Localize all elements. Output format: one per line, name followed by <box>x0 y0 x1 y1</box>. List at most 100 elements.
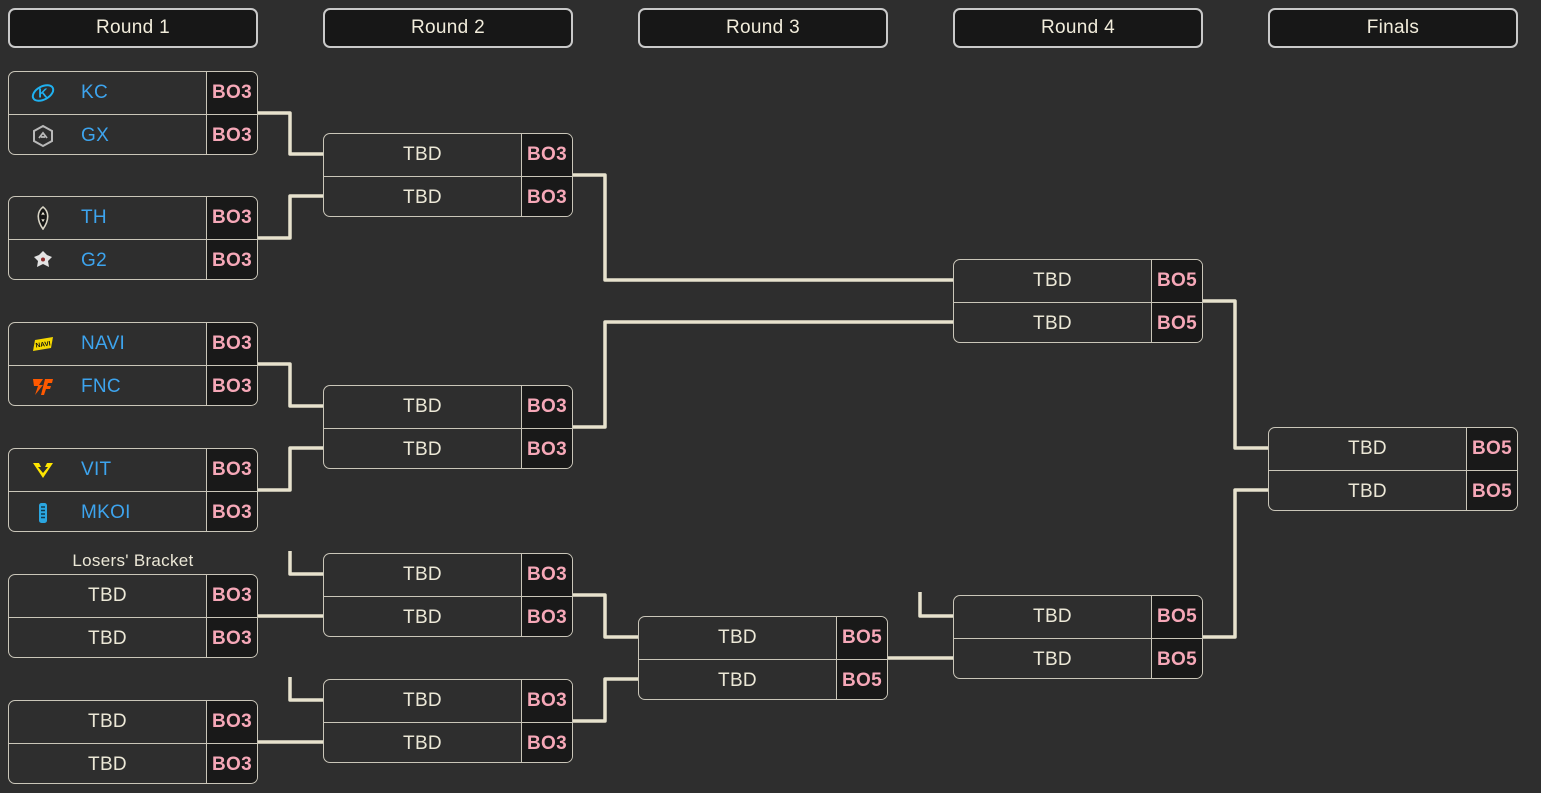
match-format-badge: BO3 <box>206 366 257 405</box>
round-header-2: Round 2 <box>323 8 573 48</box>
match-slot[interactable]: TBD BO3 <box>324 554 572 596</box>
kc-logo-icon: K <box>31 81 55 105</box>
match-slot[interactable]: MKOI BO3 <box>9 491 257 531</box>
match-format-badge: BO3 <box>206 701 257 743</box>
match-r1-lb-2[interactable]: TBD BO3 TBD BO3 <box>8 700 258 784</box>
match-r2-lb-2[interactable]: TBD BO3 TBD BO3 <box>323 679 573 763</box>
match-slot[interactable]: TBD BO3 <box>324 386 572 428</box>
tbd-label: TBD <box>1033 606 1072 627</box>
vit-logo-icon <box>31 458 55 482</box>
round-header-1: Round 1 <box>8 8 258 48</box>
match-slot[interactable]: TBD BO5 <box>1269 470 1517 510</box>
match-slot[interactable]: TBD BO3 <box>324 722 572 762</box>
match-slot[interactable]: TBD BO3 <box>324 134 572 176</box>
match-slot[interactable]: TBD BO3 <box>324 680 572 722</box>
match-format-badge: BO3 <box>206 449 257 491</box>
match-r2-2[interactable]: TBD BO3 TBD BO3 <box>323 385 573 469</box>
match-format-badge: BO3 <box>521 429 572 468</box>
match-slot[interactable]: VIT BO3 <box>9 449 257 491</box>
match-slot[interactable]: TBD BO3 <box>9 575 257 617</box>
bracket-connector <box>258 111 324 156</box>
g2-logo-icon <box>31 249 55 273</box>
match-slot[interactable]: TBD BO3 <box>9 701 257 743</box>
tbd-label: TBD <box>403 396 442 417</box>
match-slot[interactable]: TBD BO3 <box>9 743 257 783</box>
match-slot[interactable]: TBD BO5 <box>954 260 1202 302</box>
match-r1-kc-gx[interactable]: K KC BO3 GX BO3 <box>8 71 258 155</box>
match-format-badge: BO3 <box>206 618 257 657</box>
svg-text:K: K <box>38 86 48 101</box>
team-name: G2 <box>81 249 107 271</box>
match-r2-lb-1[interactable]: TBD BO3 TBD BO3 <box>323 553 573 637</box>
match-slot[interactable]: TBD BO5 <box>954 302 1202 342</box>
match-slot[interactable]: NAVI NAVI BO3 <box>9 323 257 365</box>
round-header-3: Round 3 <box>638 8 888 48</box>
match-format-badge: BO5 <box>836 617 887 659</box>
match-slot[interactable]: TBD BO5 <box>954 596 1202 638</box>
match-r4-2[interactable]: TBD BO5 TBD BO5 <box>953 595 1203 679</box>
match-slot[interactable]: TBD BO3 <box>324 176 572 216</box>
match-format-badge: BO3 <box>521 680 572 722</box>
tbd-label: TBD <box>718 669 757 691</box>
bracket-connector <box>573 173 954 282</box>
match-format-badge: BO5 <box>1151 260 1202 302</box>
match-r1-lb-1[interactable]: TBD BO3 TBD BO3 <box>8 574 258 658</box>
match-slot[interactable]: TBD BO5 <box>639 617 887 659</box>
round-header-label: Round 2 <box>411 17 485 38</box>
match-format-badge: BO3 <box>206 744 257 783</box>
match-slot[interactable]: TBD BO5 <box>1269 428 1517 470</box>
match-r1-th-g2[interactable]: TH BO3 G2 BO3 <box>8 196 258 280</box>
tbd-label: TBD <box>718 627 757 648</box>
tbd-label: TBD <box>403 186 442 208</box>
match-format-badge: BO5 <box>1151 303 1202 342</box>
match-format-badge: BO3 <box>206 197 257 239</box>
match-slot[interactable]: K KC BO3 <box>9 72 257 114</box>
match-slot[interactable]: GX BO3 <box>9 114 257 154</box>
match-r1-navi-fnc[interactable]: NAVI NAVI BO3 FNC BO3 <box>8 322 258 406</box>
match-r1-vit-mkoi[interactable]: VIT BO3 MKOI BO3 <box>8 448 258 532</box>
match-r3-1[interactable]: TBD BO5 TBD BO5 <box>638 616 888 700</box>
match-format-badge: BO3 <box>521 177 572 216</box>
match-format-badge: BO3 <box>521 723 572 762</box>
match-format-badge: BO3 <box>206 575 257 617</box>
navi-logo-icon: NAVI <box>31 332 55 356</box>
tbd-label: TBD <box>88 753 127 775</box>
bracket-connector <box>918 592 954 618</box>
round-header-label: Round 3 <box>726 17 800 38</box>
bracket-connector <box>258 446 324 492</box>
tbd-label: TBD <box>403 438 442 460</box>
match-format-badge: BO3 <box>206 72 257 114</box>
match-slot[interactable]: TBD BO3 <box>324 428 572 468</box>
tbd-label: TBD <box>88 711 127 732</box>
mkoi-logo-icon <box>31 501 55 525</box>
match-r4-1[interactable]: TBD BO5 TBD BO5 <box>953 259 1203 343</box>
match-slot[interactable]: G2 BO3 <box>9 239 257 279</box>
match-finals[interactable]: TBD BO5 TBD BO5 <box>1268 427 1518 511</box>
svg-text:NAVI: NAVI <box>35 340 51 349</box>
bracket-connector <box>258 362 324 408</box>
match-r2-1[interactable]: TBD BO3 TBD BO3 <box>323 133 573 217</box>
match-slot[interactable]: TBD BO5 <box>954 638 1202 678</box>
match-slot[interactable]: TBD BO5 <box>639 659 887 699</box>
match-slot[interactable]: TBD BO3 <box>9 617 257 657</box>
tbd-label: TBD <box>403 606 442 628</box>
match-format-badge: BO5 <box>1466 471 1517 510</box>
match-format-badge: BO5 <box>1151 639 1202 678</box>
th-logo-icon <box>31 206 55 230</box>
match-format-badge: BO3 <box>521 597 572 636</box>
match-slot[interactable]: TBD BO3 <box>324 596 572 636</box>
round-header-label: Round 1 <box>96 17 170 38</box>
round-header-finals: Finals <box>1268 8 1518 48</box>
tbd-label: TBD <box>403 732 442 754</box>
match-slot[interactable]: TH BO3 <box>9 197 257 239</box>
match-slot[interactable]: FNC BO3 <box>9 365 257 405</box>
round-header-label: Round 4 <box>1041 17 1115 38</box>
tbd-label: TBD <box>88 585 127 606</box>
team-name: FNC <box>81 375 121 397</box>
match-format-badge: BO3 <box>521 554 572 596</box>
team-name: GX <box>81 124 110 146</box>
tbd-label: TBD <box>1033 312 1072 334</box>
match-format-badge: BO3 <box>206 115 257 154</box>
